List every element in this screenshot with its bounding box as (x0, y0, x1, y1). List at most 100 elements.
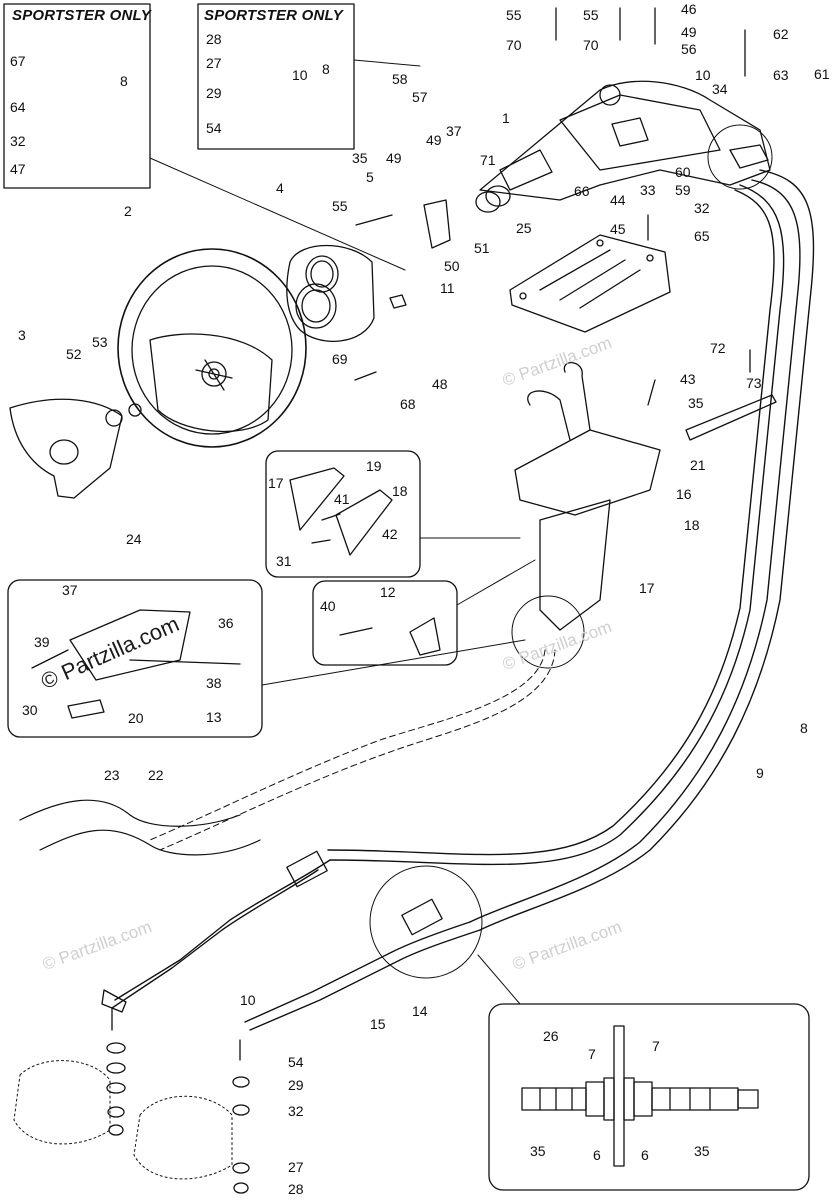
callout-44: 44 (610, 192, 626, 208)
helm-assembly (479, 80, 773, 207)
callout-1: 1 (502, 110, 510, 126)
callout-35: 35 (352, 150, 368, 166)
callout-59: 59 (675, 182, 691, 198)
callout-28: 28 (206, 31, 222, 47)
callout-36: 36 (218, 615, 234, 631)
center-cap (9, 398, 142, 499)
shifter-assembly (511, 362, 661, 669)
callout-28b: 28 (288, 1181, 304, 1197)
callout-14: 14 (412, 1003, 428, 1019)
callout-24: 24 (126, 531, 142, 547)
inset-box-cable-clip (312, 580, 458, 666)
callout-66: 66 (574, 183, 590, 199)
callout-60: 60 (675, 164, 691, 180)
callout-50: 50 (444, 258, 460, 274)
callout-55c: 55 (332, 198, 348, 214)
callout-5: 5 (366, 169, 374, 185)
callout-51: 51 (474, 240, 490, 256)
callout-15: 15 (370, 1016, 386, 1032)
callout-2: 2 (124, 203, 132, 219)
callout-16: 16 (676, 486, 692, 502)
washer-stack-right (232, 1039, 250, 1194)
callout-49: 49 (681, 24, 697, 40)
callout-67: 67 (10, 53, 26, 69)
callout-48: 48 (432, 376, 448, 392)
callout-6: 6 (593, 1147, 601, 1163)
callout-70: 70 (506, 37, 522, 53)
callout-54b: 54 (288, 1054, 304, 1070)
callout-56: 56 (681, 41, 697, 57)
callout-58: 58 (392, 71, 408, 87)
callout-73: 73 (746, 375, 762, 391)
callout-34: 34 (712, 81, 728, 97)
callout-55b: 55 (583, 7, 599, 23)
callout-4: 4 (276, 180, 284, 196)
callout-52: 52 (66, 346, 82, 362)
callout-69: 69 (332, 351, 348, 367)
callout-17: 17 (268, 475, 284, 491)
callout-72: 72 (710, 340, 726, 356)
shift-cover (509, 234, 671, 333)
callout-20: 20 (128, 710, 144, 726)
callout-64: 64 (10, 99, 26, 115)
inset-box-cable-fitting (488, 1003, 810, 1191)
callout-9: 9 (756, 765, 764, 781)
callout-37b: 37 (62, 582, 78, 598)
callout-29: 29 (206, 85, 222, 101)
callout-46: 46 (681, 1, 697, 17)
callout-8b: 8 (322, 61, 330, 77)
callout-63: 63 (773, 67, 789, 83)
callout-32c: 32 (288, 1103, 304, 1119)
callout-10: 10 (292, 67, 308, 83)
callout-30: 30 (22, 702, 38, 718)
callout-22: 22 (148, 767, 164, 783)
callout-31: 31 (276, 553, 292, 569)
callout-32b: 32 (694, 200, 710, 216)
callout-8: 8 (120, 73, 128, 89)
callout-10c: 10 (240, 992, 256, 1008)
callout-7: 7 (588, 1046, 596, 1062)
callout-35b: 35 (688, 395, 704, 411)
callout-61: 61 (814, 66, 830, 82)
callout-10b: 10 (695, 67, 711, 83)
callout-38: 38 (206, 675, 222, 691)
callout-13: 13 (206, 709, 222, 725)
steering-wheel (117, 248, 307, 448)
callout-18: 18 (392, 483, 408, 499)
callout-21: 21 (690, 457, 706, 473)
callout-32: 32 (10, 133, 26, 149)
callout-47: 47 (10, 161, 26, 177)
callout-41: 41 (334, 491, 350, 507)
callout-27b: 27 (288, 1159, 304, 1175)
washer-stack-left (106, 1042, 126, 1136)
callout-6b: 6 (641, 1147, 649, 1163)
callout-68: 68 (400, 396, 416, 412)
callout-65: 65 (694, 228, 710, 244)
callout-71: 71 (480, 152, 496, 168)
callout-35c: 35 (530, 1143, 546, 1159)
callout-49c: 49 (386, 150, 402, 166)
callout-45: 45 (610, 221, 626, 237)
inset-box-cable-bracket (265, 450, 421, 578)
callout-25: 25 (516, 220, 532, 236)
callout-18b: 18 (684, 517, 700, 533)
callout-62: 62 (773, 26, 789, 42)
callout-40: 40 (320, 598, 336, 614)
callout-35d: 35 (694, 1143, 710, 1159)
callout-8c: 8 (800, 720, 808, 736)
callout-42: 42 (382, 526, 398, 542)
callout-23: 23 (104, 767, 120, 783)
callout-55: 55 (506, 7, 522, 23)
sportster-only-title-right: SPORTSTER ONLY (204, 7, 343, 24)
inset-box-sportster-right (197, 3, 355, 150)
callout-26: 26 (543, 1028, 559, 1044)
callout-70b: 70 (583, 37, 599, 53)
inset-box-sportster-left (3, 3, 151, 189)
callout-12: 12 (380, 584, 396, 600)
sportster-only-title-left: SPORTSTER ONLY (12, 7, 151, 24)
callout-7b: 7 (652, 1038, 660, 1054)
callout-39: 39 (34, 634, 50, 650)
callout-29b: 29 (288, 1077, 304, 1093)
callout-3: 3 (18, 327, 26, 343)
